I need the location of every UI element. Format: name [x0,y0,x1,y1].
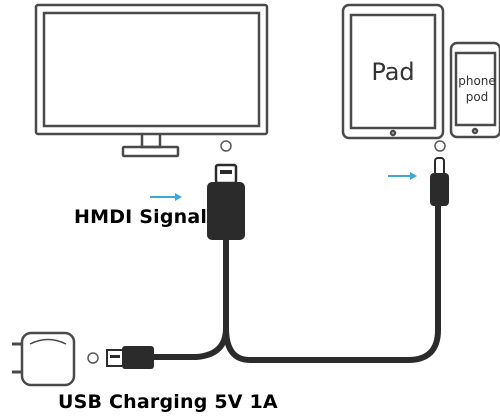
tablet-icon [341,3,445,140]
hdmi-connector-icon [207,163,245,240]
usb-connector-icon [106,346,154,369]
phone-screen-text-line2: pod [465,90,489,104]
hdmi-signal-label: HMDI Signal [74,206,208,228]
usb-charging-label: USB Charging 5V 1A [58,391,278,413]
usb-port-marker [87,352,99,364]
power-adapter-icon [12,331,76,387]
monitor-icon [34,3,269,158]
phone-icon [449,41,500,139]
lightning-port-marker [434,140,446,152]
cable [147,202,441,363]
connection-markers [87,140,446,364]
tablet-screen-text: Pad [371,58,415,86]
lightning-connector-icon [430,157,449,206]
phone-screen-text-line1: phone [458,74,496,88]
arrow-right-icon [150,172,417,201]
hdmi-port-marker [220,140,232,152]
phone-screen-text: phone pod [454,73,500,105]
